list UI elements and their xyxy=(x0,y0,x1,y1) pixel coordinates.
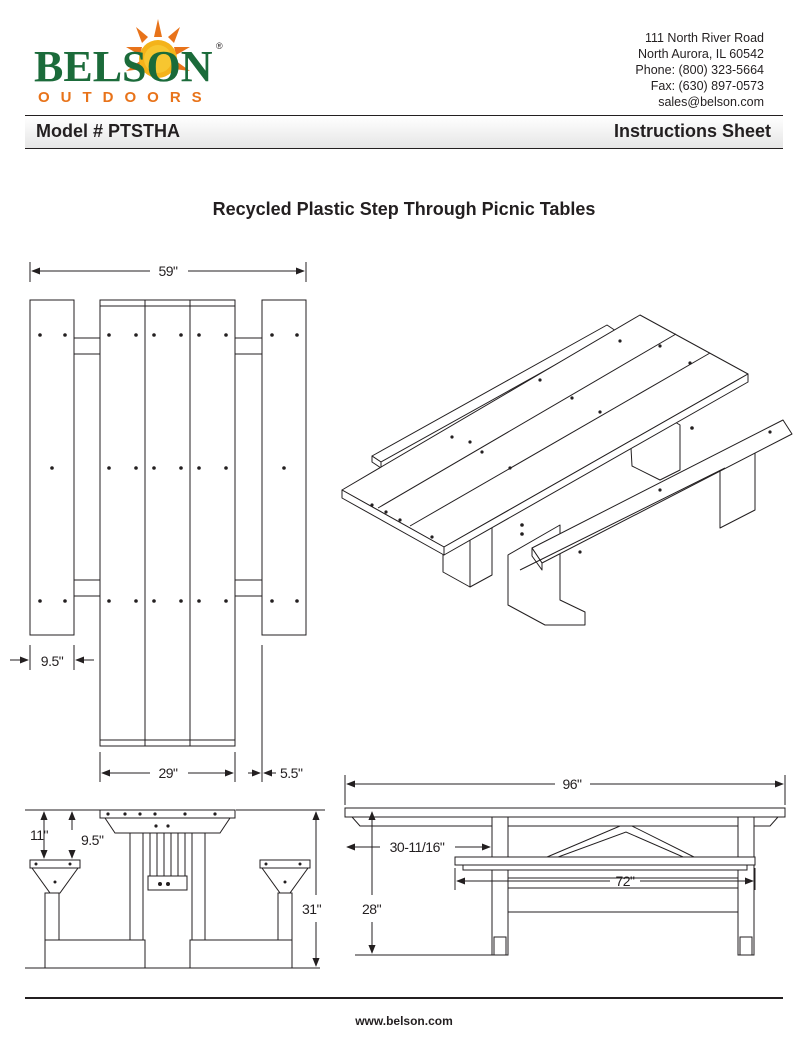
dim-table-width: 29" xyxy=(158,765,178,781)
model-number: Model # PTSTHA xyxy=(36,121,181,141)
registered-mark: ® xyxy=(216,41,223,51)
isometric-view xyxy=(341,314,793,626)
table-board xyxy=(99,299,146,747)
top-view xyxy=(10,262,307,782)
city-address: North Aurora, IL 60542 xyxy=(637,47,764,61)
sheet-title: Instructions Sheet xyxy=(613,121,771,141)
dim-total-height: 31" xyxy=(302,901,322,917)
side-view xyxy=(344,775,786,956)
street-address: 111 North River Road xyxy=(644,31,764,45)
phone-number: Phone: (800) 323-5664 xyxy=(635,63,764,77)
dim-overall-length: 96" xyxy=(562,776,582,792)
header-band xyxy=(25,115,783,149)
dim-gap: 5.5" xyxy=(280,765,303,781)
dim-leg-offset: 30-11/16" xyxy=(390,839,445,855)
bolt-holes xyxy=(38,333,299,603)
table-top xyxy=(341,314,749,548)
contact-block: 111 North River Road North Aurora, IL 60… xyxy=(635,30,764,110)
table-board xyxy=(144,299,191,747)
end-view xyxy=(25,809,325,969)
dim-bench-width: 9.5" xyxy=(41,653,64,669)
fax-number: Fax: (630) 897-0573 xyxy=(650,79,764,93)
brand-tagline: OUTDOORS xyxy=(38,89,213,106)
sun-icon xyxy=(126,19,190,78)
brand-name: BELSON xyxy=(34,42,213,91)
footer-rule xyxy=(25,997,783,999)
side-bench xyxy=(454,856,756,866)
document-title: Recycled Plastic Step Through Picnic Tab… xyxy=(212,199,596,219)
dim-overall-width: 59" xyxy=(158,263,178,279)
dim-table-height: 28" xyxy=(362,901,382,917)
email-address: sales@belson.com xyxy=(658,95,764,109)
belson-logo: BELSON ® OUTDOORS xyxy=(34,19,223,106)
dim-bench-offset: 9.5" xyxy=(81,832,104,848)
dim-seat-height: 11" xyxy=(30,827,49,843)
website-url: www.belson.com xyxy=(355,1014,453,1028)
side-table-top xyxy=(344,807,786,818)
dim-bench-length: 72" xyxy=(615,873,635,889)
table-board xyxy=(189,299,236,747)
